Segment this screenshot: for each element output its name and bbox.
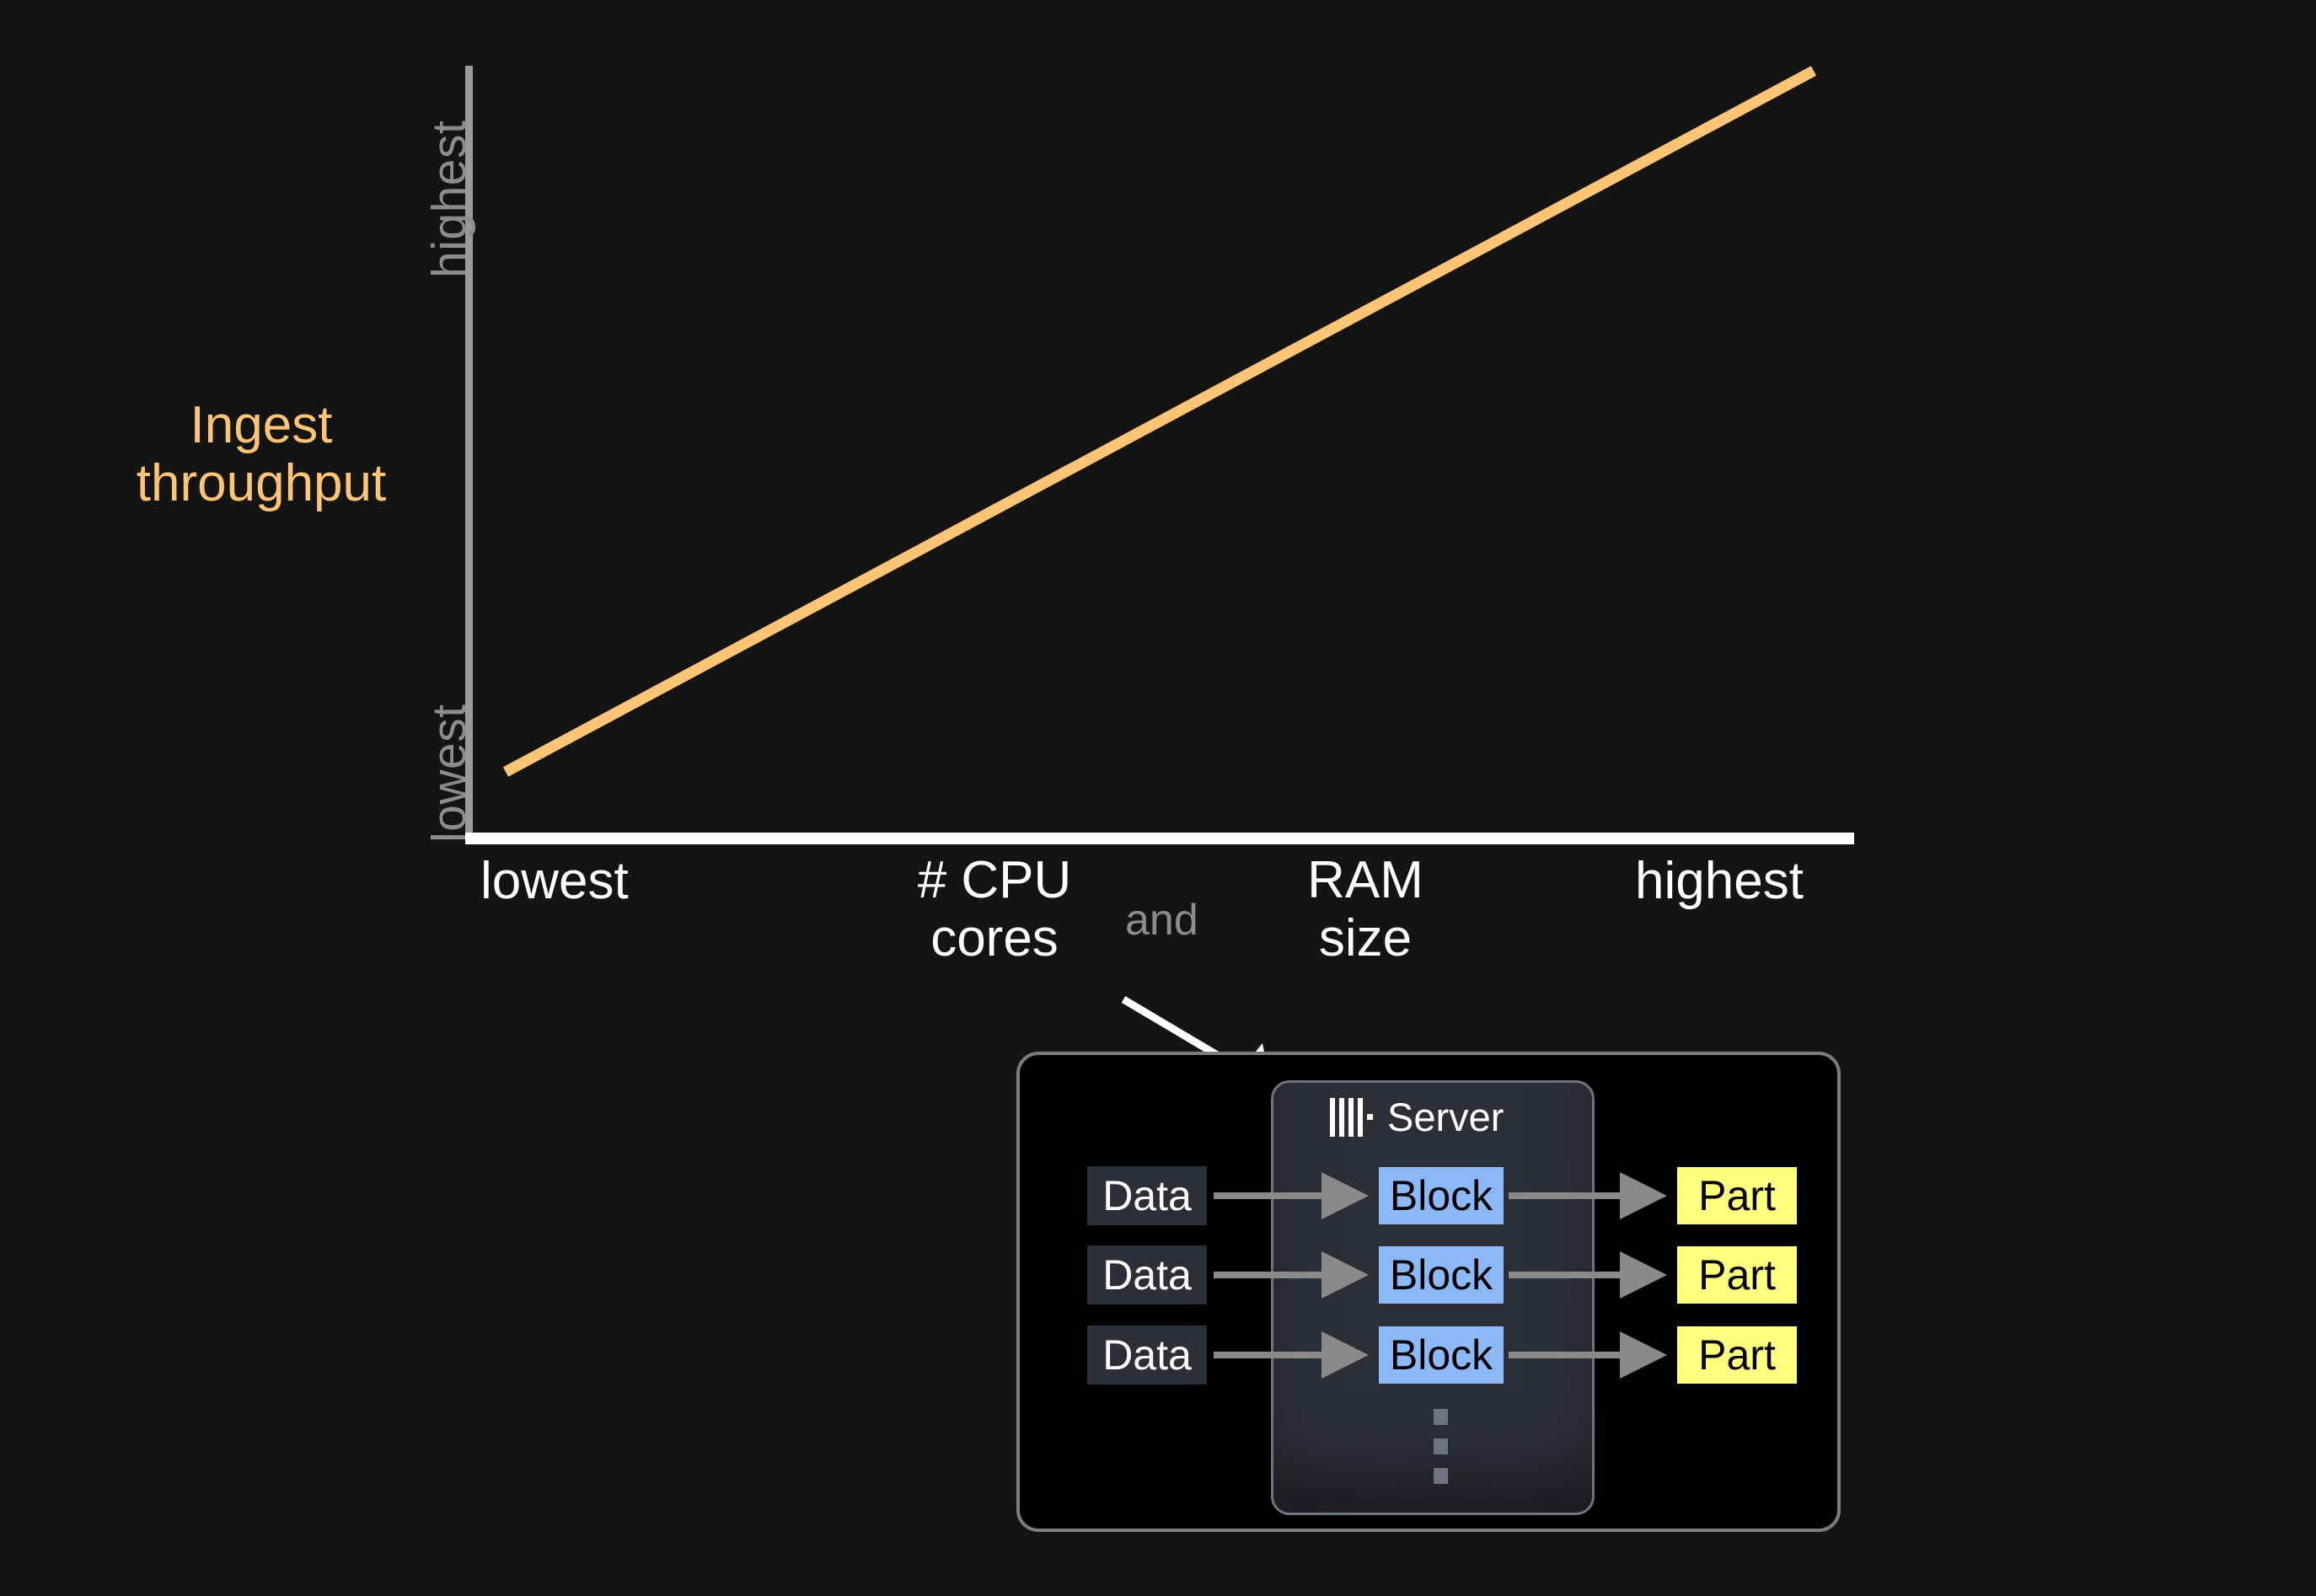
x-axis-label-conjunction: and <box>1125 896 1198 945</box>
vertical-ellipsis-icon <box>1434 1438 1448 1454</box>
block-node: Block <box>1379 1246 1504 1304</box>
y-axis-title: Ingest throughput <box>101 396 421 513</box>
server-bars-icon <box>1330 1097 1373 1137</box>
part-node: Part <box>1677 1246 1797 1304</box>
data-node: Data <box>1087 1245 1207 1304</box>
block-node: Block <box>1379 1167 1504 1224</box>
y-axis-title-line-1: Ingest <box>190 396 333 454</box>
part-node: Part <box>1677 1167 1797 1224</box>
x-axis-label-cpu-line-1: # CPU <box>917 851 1072 909</box>
x-axis-tick-highest: highest <box>1635 852 1804 910</box>
x-axis-label-ram-line-2: size <box>1318 909 1413 968</box>
x-axis-line <box>465 833 1854 844</box>
y-axis-title-line-2: throughput <box>136 454 387 513</box>
data-node: Data <box>1087 1326 1207 1384</box>
ingest-throughput-line <box>502 66 1817 777</box>
server-header: Server <box>1330 1094 1504 1140</box>
x-axis-label-cpu-line-2: cores <box>930 909 1059 968</box>
x-axis-label-cpu: # CPU cores <box>893 851 1096 968</box>
vertical-ellipsis-icon <box>1434 1468 1448 1484</box>
block-node: Block <box>1379 1326 1504 1384</box>
x-axis-label-ram-line-1: RAM <box>1307 851 1423 909</box>
x-axis-label-ram: RAM size <box>1273 851 1458 968</box>
chart-area: highest lowest Ingest throughput lowest … <box>101 66 1854 968</box>
data-node: Data <box>1087 1166 1207 1225</box>
part-node: Part <box>1677 1326 1797 1384</box>
y-axis-line <box>465 66 473 834</box>
x-axis-tick-lowest: lowest <box>480 852 629 910</box>
trend-line-svg <box>502 66 1817 777</box>
vertical-ellipsis-icon <box>1434 1409 1448 1425</box>
server-label: Server <box>1387 1095 1504 1139</box>
